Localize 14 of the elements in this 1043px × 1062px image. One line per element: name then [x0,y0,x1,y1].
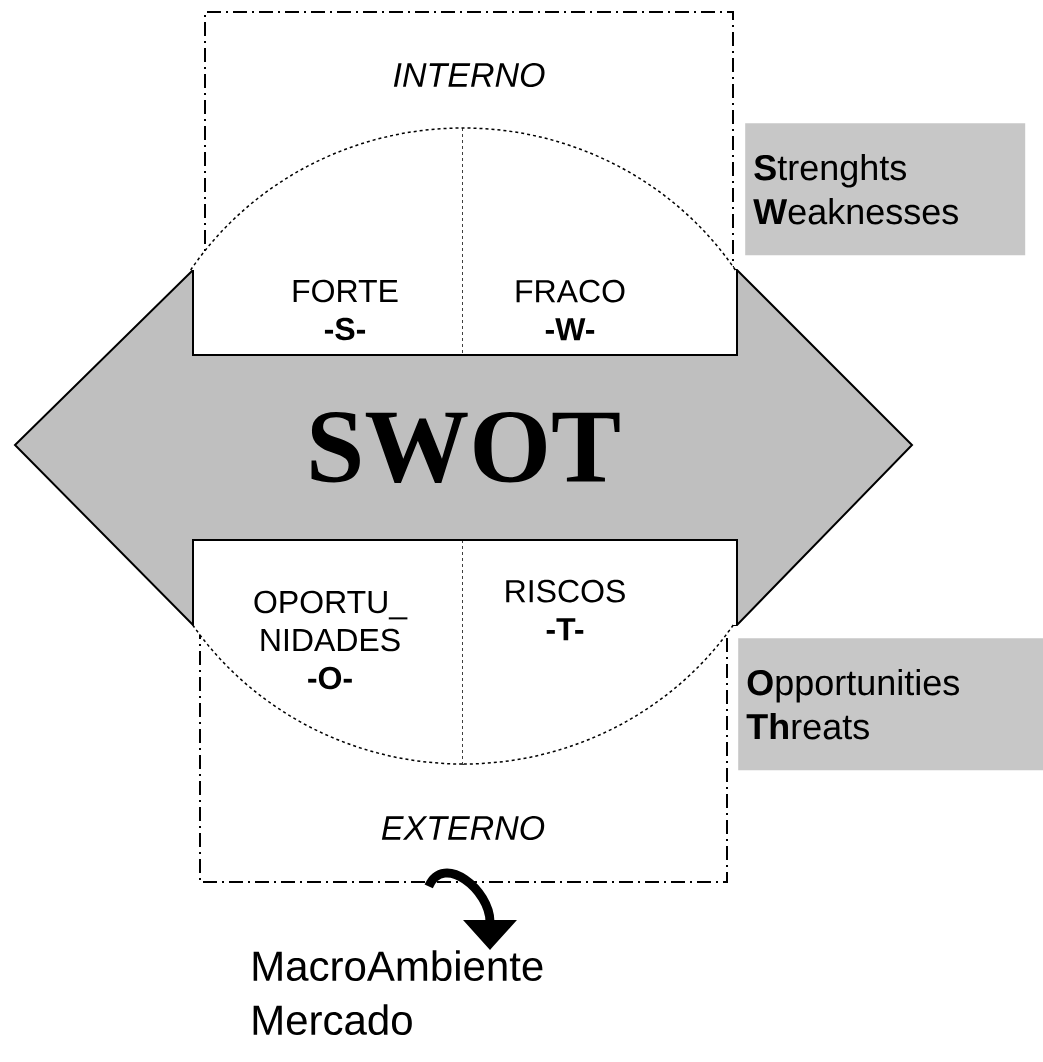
node-label: -S- [324,317,366,341]
quadrant-box: OPORTU_ NIDADES -O- [192,539,464,766]
dash-dot-frame: INTERNO [204,11,734,271]
node-label: FORTE [293,279,398,303]
label-box: Opportunities Threats [738,638,1043,771]
node-label: -W- [545,318,595,341]
node-label: -O- [308,666,352,690]
label-box: Strenghts Weaknesses [745,123,1026,256]
quadrant-box: RISCOS -T- [462,539,738,765]
quadrant-box: FORTE -S- [189,127,464,356]
node-label: FRACO [516,279,625,303]
quadrant-box: FRACO -W- [462,127,738,356]
node-label: RISCOS [506,579,625,603]
text-label: MacroAmbiente Mercado [253,950,543,1036]
